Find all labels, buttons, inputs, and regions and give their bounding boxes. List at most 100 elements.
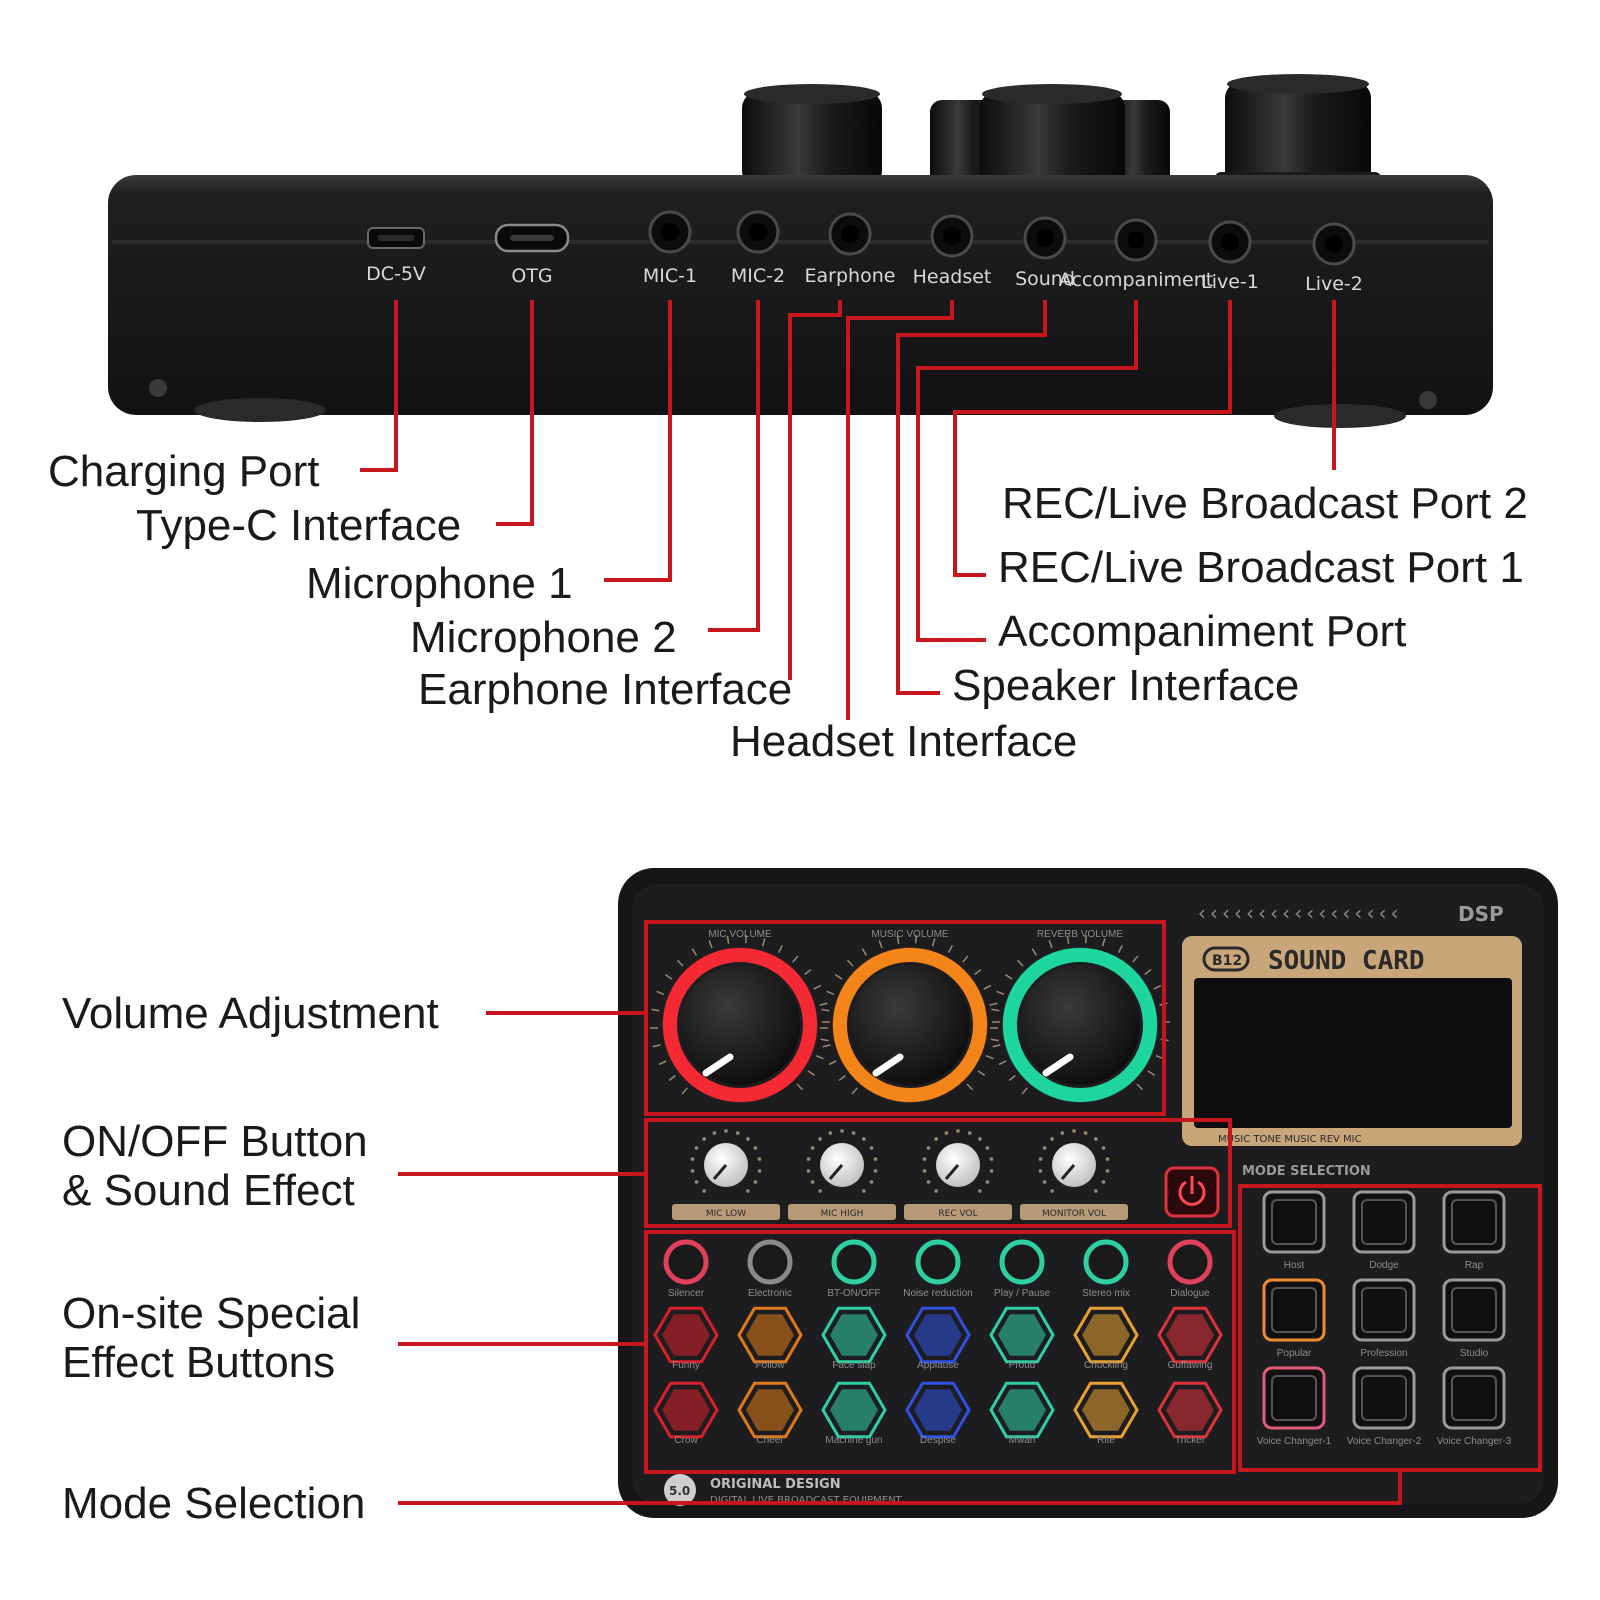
mode-pad-rap[interactable]: Rap	[1442, 1190, 1506, 1271]
knob-label: REVERB VOLUME	[1037, 929, 1123, 940]
svg-text:‹‹‹‹‹‹‹‹‹‹‹‹‹‹‹‹‹: ‹‹‹‹‹‹‹‹‹‹‹‹‹‹‹‹‹	[1196, 901, 1401, 925]
small-knob-mic-low[interactable]: MIC LOW	[672, 1129, 780, 1220]
power-button[interactable]	[1164, 1166, 1220, 1218]
mode-pad-voice-changer-3[interactable]: Voice Changer-3	[1437, 1366, 1512, 1447]
jack-icon[interactable]	[736, 210, 780, 254]
button-label: Stereo mix	[1082, 1288, 1130, 1299]
volume-knobs: MIC VOLUME MUSIC VOLUME REVERB VOLUME	[650, 929, 1170, 1103]
side-callouts: Charging Port Type-C Interface Microphon…	[48, 447, 1528, 766]
mode-pad-dodge[interactable]: Dodge	[1352, 1190, 1416, 1271]
volume-knob-music-volume[interactable]: MUSIC VOLUME	[820, 929, 1000, 1103]
effect-label: Crow	[674, 1435, 698, 1446]
effect-label: Tricker	[1175, 1435, 1206, 1446]
effect-proud[interactable]: Proud	[989, 1306, 1055, 1371]
jack-icon[interactable]	[1023, 216, 1067, 260]
knob-label: MUSIC VOLUME	[871, 929, 949, 940]
callout-rec-live-port-1: REC/Live Broadcast Port 1	[998, 543, 1524, 592]
knob-label: MIC VOLUME	[708, 929, 772, 940]
mode-pad-popular[interactable]: Popular	[1262, 1278, 1326, 1359]
volume-knob-mic-volume[interactable]: MIC VOLUME	[650, 929, 830, 1103]
button-electronic[interactable]: Electronic	[747, 1239, 793, 1299]
mode-pad-host[interactable]: Host	[1262, 1190, 1326, 1271]
mode-pad-profession[interactable]: Profession	[1352, 1278, 1416, 1359]
usb-c-port-icon[interactable]	[494, 223, 570, 253]
port-label-sound: Sound	[1015, 268, 1075, 290]
button-label: Noise reduction	[903, 1288, 972, 1299]
port-label-dc-5v: DC-5V	[366, 263, 426, 285]
effect-label: Cheer	[756, 1435, 784, 1446]
callout-effect-buttons: Effect Buttons	[62, 1338, 335, 1387]
button-label: Silencer	[668, 1288, 705, 1299]
effect-applause[interactable]: Applause	[905, 1306, 971, 1371]
effect-label: Despise	[920, 1435, 957, 1446]
button-dialogue[interactable]: Dialogue	[1167, 1239, 1213, 1299]
micro-usb-port-icon[interactable]	[367, 227, 425, 249]
mode-pad-label: Profession	[1360, 1348, 1407, 1359]
mode-pad-label: Popular	[1277, 1348, 1312, 1359]
side-leaders	[360, 300, 1336, 720]
port-label-headset: Headset	[913, 266, 992, 288]
callout-charging-port: Charging Port	[48, 447, 319, 496]
small-knob-rec-vol[interactable]: REC VOL	[904, 1129, 1012, 1220]
mode-pad-voice-changer-2[interactable]: Voice Changer-2	[1347, 1366, 1422, 1447]
effect-cheer[interactable]: Cheer	[737, 1381, 803, 1446]
effect-tricker[interactable]: Tricker	[1157, 1381, 1223, 1446]
port-label-live-2: Live-2	[1305, 273, 1363, 295]
effect-face-slap[interactable]: Face slap	[821, 1306, 887, 1371]
mode-pad-label: Rap	[1465, 1260, 1484, 1271]
effect-rite[interactable]: Rite	[1073, 1381, 1139, 1446]
jack-icon[interactable]	[1114, 218, 1158, 262]
effect-follow[interactable]: Follow	[737, 1306, 803, 1371]
effect-mwah[interactable]: Mwah	[989, 1381, 1055, 1446]
button-silencer[interactable]: Silencer	[663, 1239, 709, 1299]
button-label: Electronic	[748, 1288, 792, 1299]
effect-chuckling[interactable]: Chuckling	[1073, 1306, 1139, 1371]
port-label-otg: OTG	[511, 265, 552, 287]
callout-speaker-interface: Speaker Interface	[952, 661, 1299, 710]
mode-selection-title: MODE SELECTION	[1242, 1164, 1371, 1179]
button-label: Play / Pause	[994, 1288, 1051, 1299]
mode-pad-label: Voice Changer-3	[1437, 1436, 1512, 1447]
effect-label: Follow	[756, 1360, 786, 1371]
jack-icon[interactable]	[930, 214, 974, 258]
callout-rec-live-port-2: REC/Live Broadcast Port 2	[1002, 479, 1528, 528]
effect-machine-gun[interactable]: Machine gun	[821, 1381, 887, 1446]
mode-pad-label: Voice Changer-1	[1257, 1436, 1332, 1447]
button-play-pause[interactable]: Play / Pause	[994, 1239, 1051, 1299]
mode-pad-label: Studio	[1460, 1348, 1489, 1359]
jack-icon[interactable]	[1208, 220, 1252, 264]
callout-volume-adjustment: Volume Adjustment	[62, 989, 439, 1038]
jack-icon[interactable]	[1312, 222, 1356, 266]
button-bt-on-off[interactable]: BT-ON/OFF	[827, 1239, 881, 1299]
jack-icon[interactable]	[828, 212, 872, 256]
small-knob-mic-high[interactable]: MIC HIGH	[788, 1129, 896, 1220]
jack-icon[interactable]	[648, 210, 692, 254]
small-knob-label: REC VOL	[938, 1209, 977, 1219]
screen-badge: B12	[1212, 953, 1242, 969]
callout-microphone-2: Microphone 2	[410, 613, 677, 662]
button-stereo-mix[interactable]: Stereo mix	[1082, 1239, 1130, 1299]
mode-pad-studio[interactable]: Studio	[1442, 1278, 1506, 1359]
effect-label: Chuckling	[1084, 1360, 1128, 1371]
effect-label: Mwah	[1009, 1435, 1036, 1446]
effect-funny[interactable]: Funny	[653, 1306, 719, 1371]
brand-line-2: DIGITAL LIVE BROADCAST EQUIPMENT	[710, 1495, 903, 1506]
button-noise-reduction[interactable]: Noise reduction	[903, 1239, 973, 1299]
port-label-accompaniment: Accompaniment	[1059, 269, 1213, 291]
mode-pad-voice-changer-1[interactable]: Voice Changer-1	[1257, 1366, 1332, 1447]
volume-knob-reverb-volume[interactable]: REVERB VOLUME	[990, 929, 1170, 1103]
effect-guffawing[interactable]: Guffawing	[1157, 1306, 1223, 1371]
effect-crow[interactable]: Crow	[653, 1381, 719, 1446]
small-knob-monitor-vol[interactable]: MONITOR VOL	[1020, 1129, 1128, 1220]
button-label: BT-ON/OFF	[827, 1288, 880, 1299]
mode-pad-label: Host	[1284, 1260, 1305, 1271]
callout-sound-effect: & Sound Effect	[62, 1166, 355, 1215]
effect-despise[interactable]: Despise	[905, 1381, 971, 1446]
mode-pad-label: Dodge	[1369, 1260, 1399, 1271]
callout-accompaniment-port: Accompaniment Port	[998, 607, 1406, 656]
effect-label: Machine gun	[825, 1435, 882, 1446]
